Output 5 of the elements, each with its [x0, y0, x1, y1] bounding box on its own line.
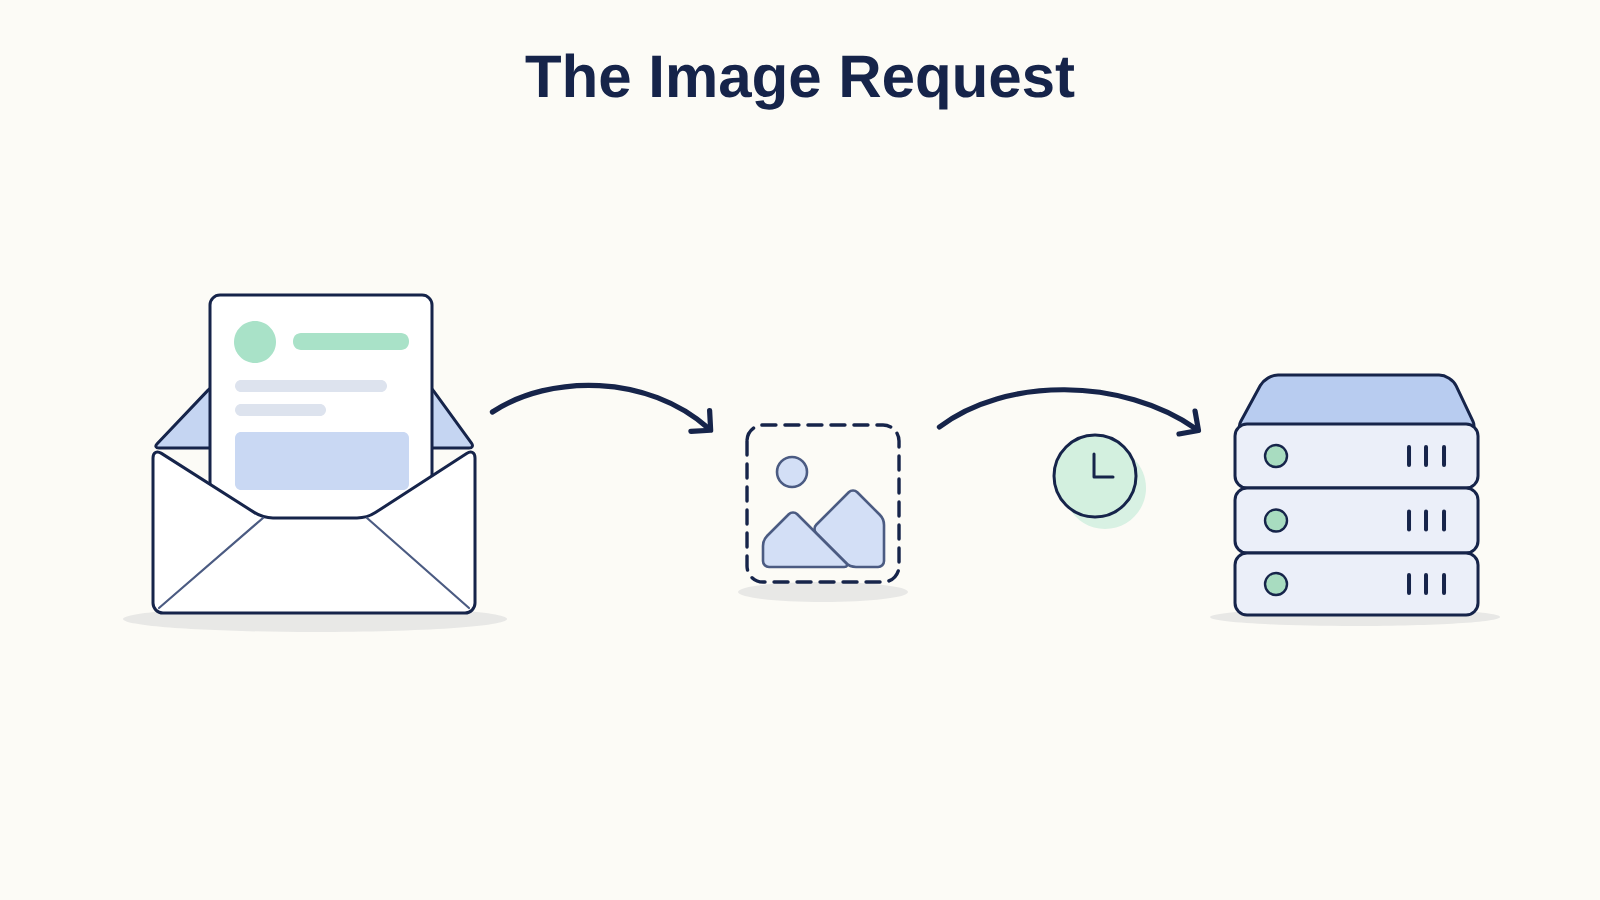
envelope-drawing: [151, 293, 477, 615]
curved-arrow: [936, 387, 1202, 437]
server-drawing: [1233, 373, 1480, 617]
title: The Image Request: [525, 53, 1075, 110]
image-placeholder: [745, 423, 901, 584]
